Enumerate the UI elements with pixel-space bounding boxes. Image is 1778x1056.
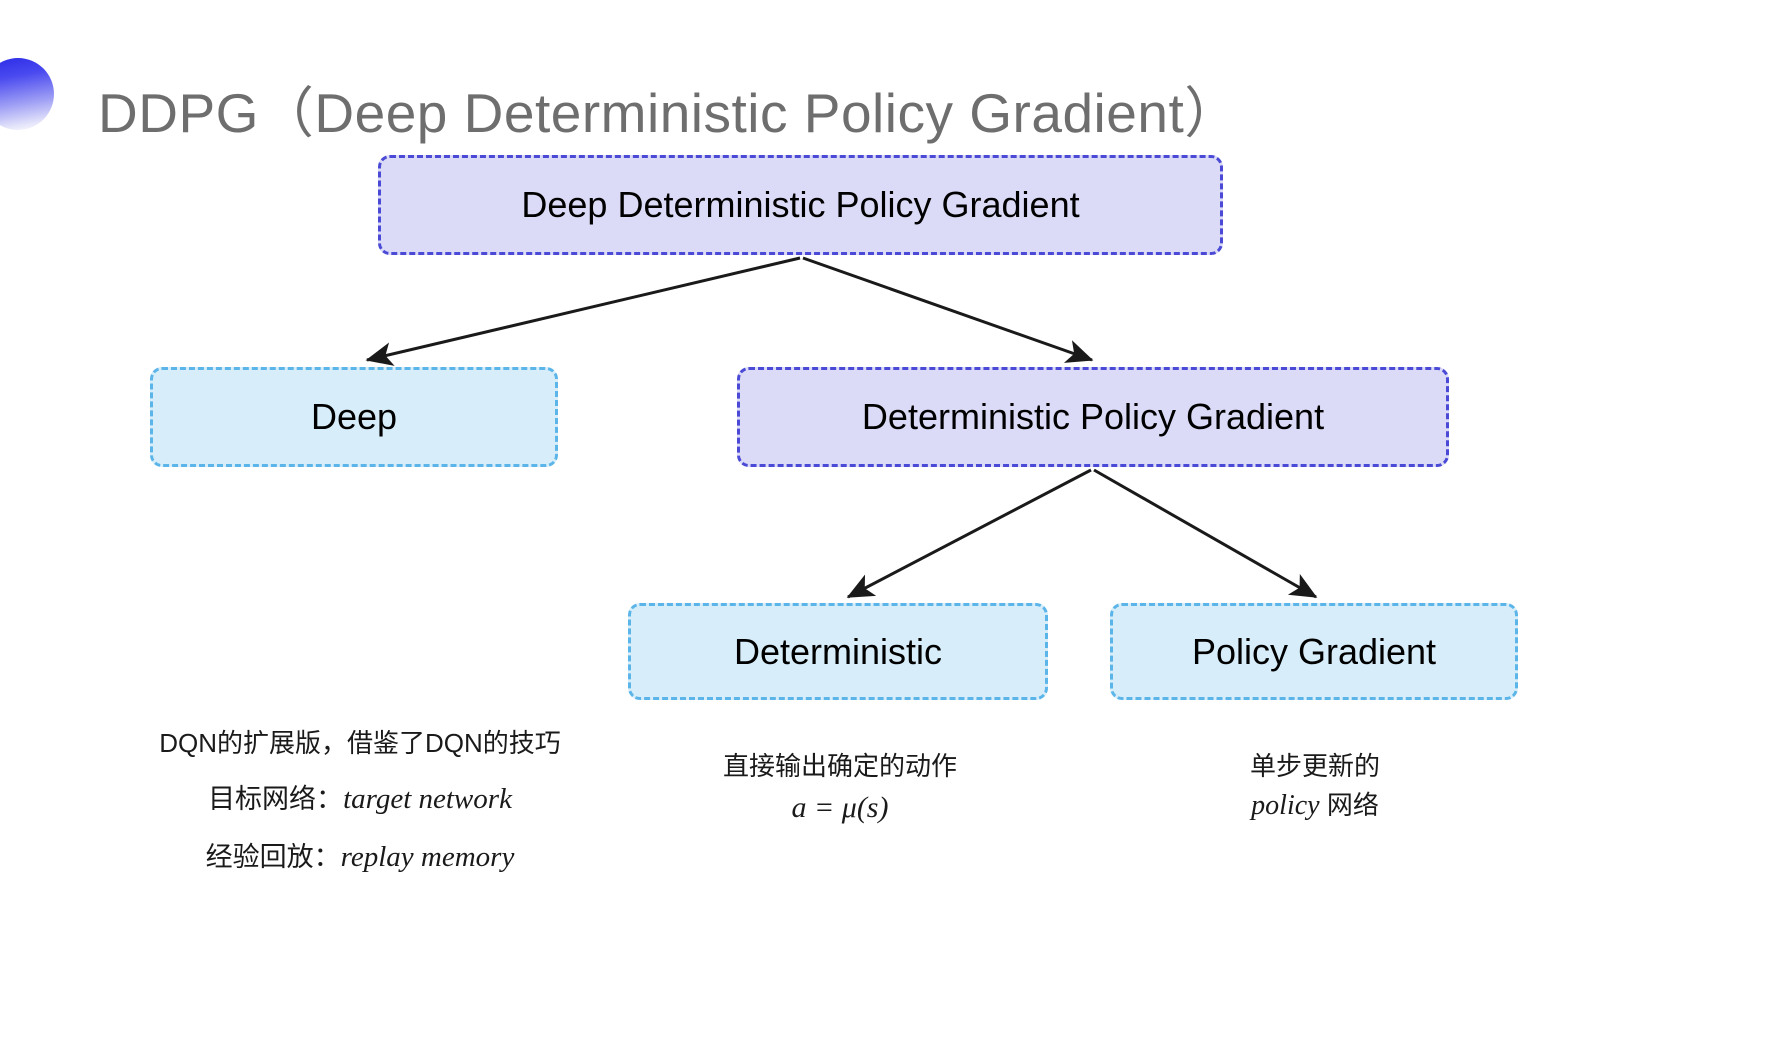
- edge-root-to-dpg: [802, 256, 1094, 363]
- title-bullet-icon: [0, 58, 54, 130]
- caption-deep-line-3-label: 经验回放：: [205, 842, 341, 872]
- caption-policy-gradient-term: policy: [1251, 789, 1320, 821]
- node-deep[interactable]: Deep: [150, 367, 558, 467]
- edge-dpg-to-deterministic: [846, 468, 1092, 599]
- caption-deterministic-formula: a = μ(s): [791, 790, 889, 824]
- caption-deep-line-1: DQN的扩展版，借鉴了DQN的技巧: [159, 728, 561, 758]
- node-deterministic[interactable]: Deterministic: [628, 603, 1048, 700]
- caption-deep-line-2: 目标网络：target network: [90, 785, 630, 814]
- caption-policy-gradient-line-2: policy 网络: [1125, 786, 1505, 827]
- caption-deep-line-3: 经验回放：replay memory: [90, 843, 630, 872]
- caption-deep: DQN的扩展版，借鉴了DQN的技巧 目标网络：target network 经验…: [90, 730, 630, 872]
- caption-deep-line-3-term: replay memory: [340, 841, 515, 873]
- caption-policy-gradient: 单步更新的 policy 网络: [1125, 748, 1505, 826]
- caption-deep-line-2-term: target network: [343, 783, 512, 815]
- caption-deep-line-2-label: 目标网络：: [208, 784, 344, 814]
- page-title: DDPG（Deep Deterministic Policy Gradient）: [98, 82, 1240, 144]
- caption-deterministic-line-1: 直接输出确定的动作: [722, 751, 957, 781]
- caption-deterministic: 直接输出确定的动作 a = μ(s): [640, 748, 1040, 829]
- edge-dpg-to-policy-gradient: [1093, 468, 1318, 599]
- node-deep-deterministic-policy-gradient[interactable]: Deep Deterministic Policy Gradient: [378, 155, 1223, 255]
- caption-policy-gradient-tail: 网络: [1319, 789, 1379, 820]
- node-deterministic-policy-gradient[interactable]: Deterministic Policy Gradient: [737, 367, 1449, 467]
- node-policy-gradient[interactable]: Policy Gradient: [1110, 603, 1518, 700]
- caption-policy-gradient-line-1: 单步更新的: [1249, 751, 1380, 781]
- edge-root-to-deep: [365, 256, 801, 366]
